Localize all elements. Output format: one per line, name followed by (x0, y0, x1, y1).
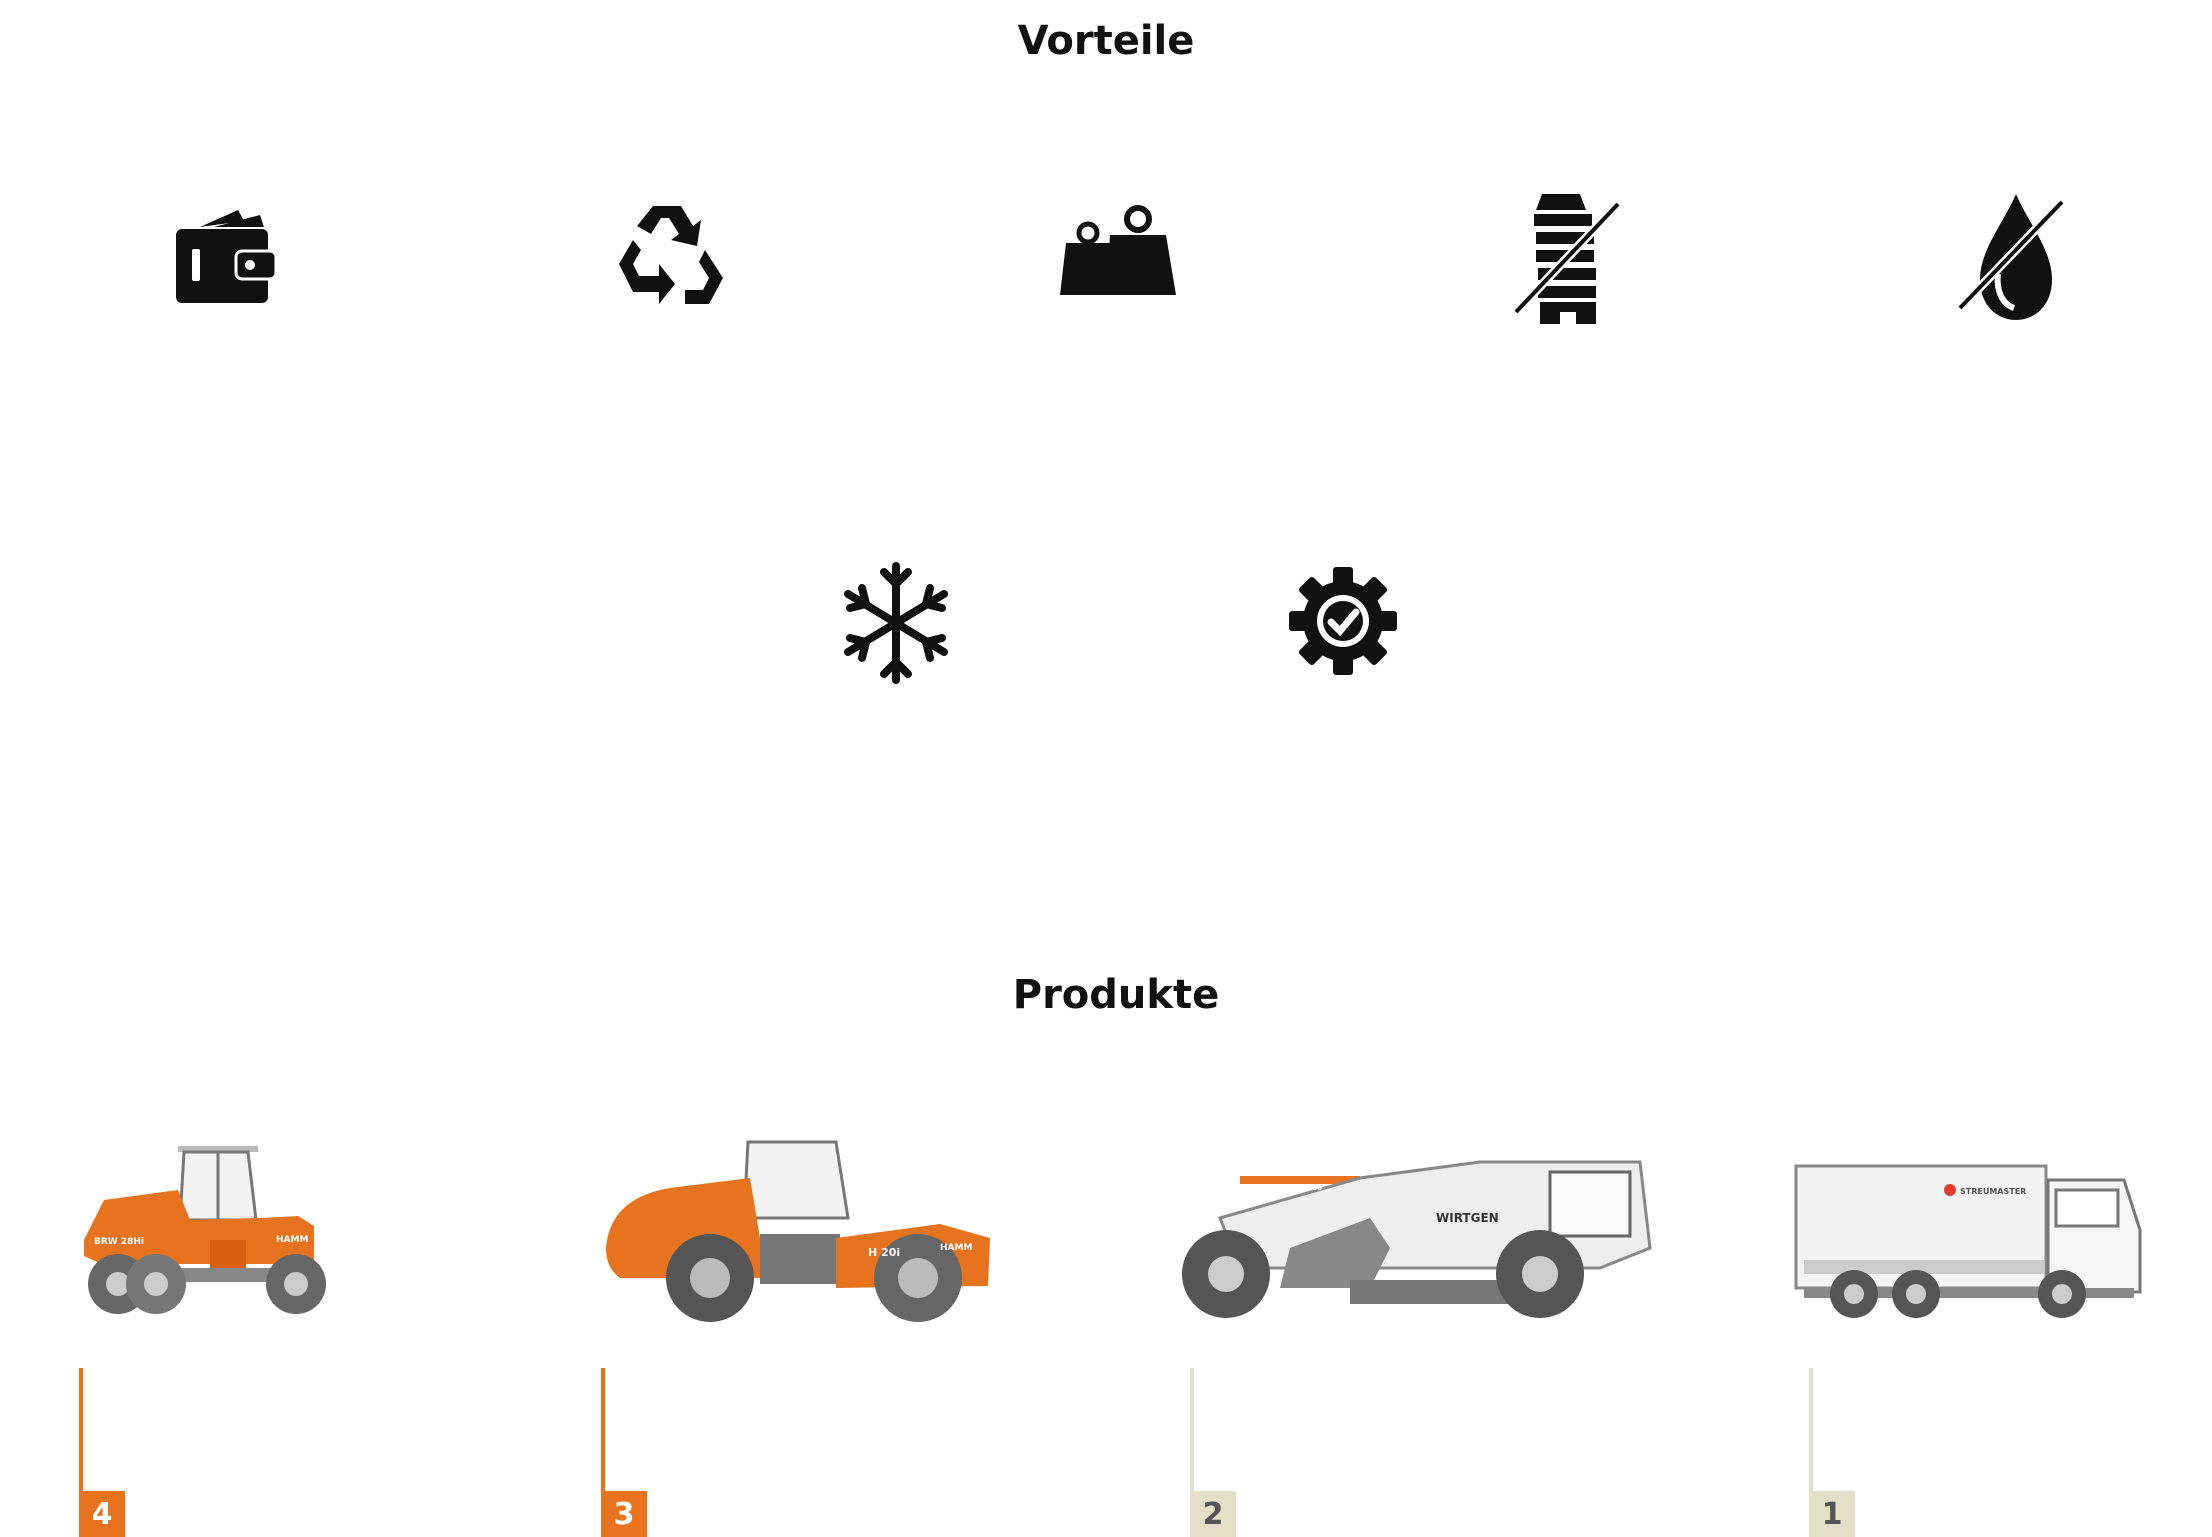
no-drop-icon (1954, 190, 2070, 322)
step-marker (601, 1368, 605, 1518)
step-badge[interactable]: 4 (79, 1491, 125, 1537)
step-marker (79, 1368, 83, 1518)
wallet-icon (172, 205, 276, 305)
step-badge[interactable]: 2 (1190, 1491, 1236, 1537)
brand-label: HAMM (940, 1243, 972, 1253)
brand-label: WIRTGEN (1436, 1211, 1499, 1225)
no-tower-icon (1512, 190, 1622, 324)
vehicle-label: BRW 28Hi (94, 1237, 144, 1247)
gear-check-icon (1287, 565, 1399, 677)
step-marker (1190, 1368, 1194, 1518)
recycler-icon: WIRTGEN WR 250 (1182, 1160, 1652, 1318)
vehicle-label: H 20i (868, 1246, 900, 1259)
pneumatic-roller-icon: BRW 28Hi HAMM (84, 1146, 326, 1314)
step-badge[interactable]: 3 (601, 1491, 647, 1537)
vehicle-label: WR 250 (1292, 1184, 1322, 1192)
weights-icon (1058, 205, 1178, 297)
recycle-icon (613, 200, 729, 312)
compactor-roller-icon: H 20i HAMM (606, 1140, 990, 1322)
spreader-truck-icon: STREUMASTER (1794, 1164, 2142, 1318)
step-marker (1809, 1368, 1813, 1518)
brand-label: STREUMASTER (1960, 1187, 2026, 1196)
products-title: Produkte (1012, 972, 1220, 1018)
product-card-2[interactable]: H 20i HAMM (600, 1138, 996, 1324)
product-card-1[interactable]: BRW 28Hi HAMM (78, 1140, 352, 1320)
step-badge[interactable]: 1 (1809, 1491, 1855, 1537)
product-card-4[interactable]: STREUMASTER (1794, 1160, 2146, 1322)
advantages-title: Vorteile (1017, 18, 1195, 64)
brand-label: HAMM (276, 1235, 308, 1245)
snowflake-icon (840, 560, 952, 686)
product-card-3[interactable]: WIRTGEN WR 250 (1180, 1158, 1660, 1322)
